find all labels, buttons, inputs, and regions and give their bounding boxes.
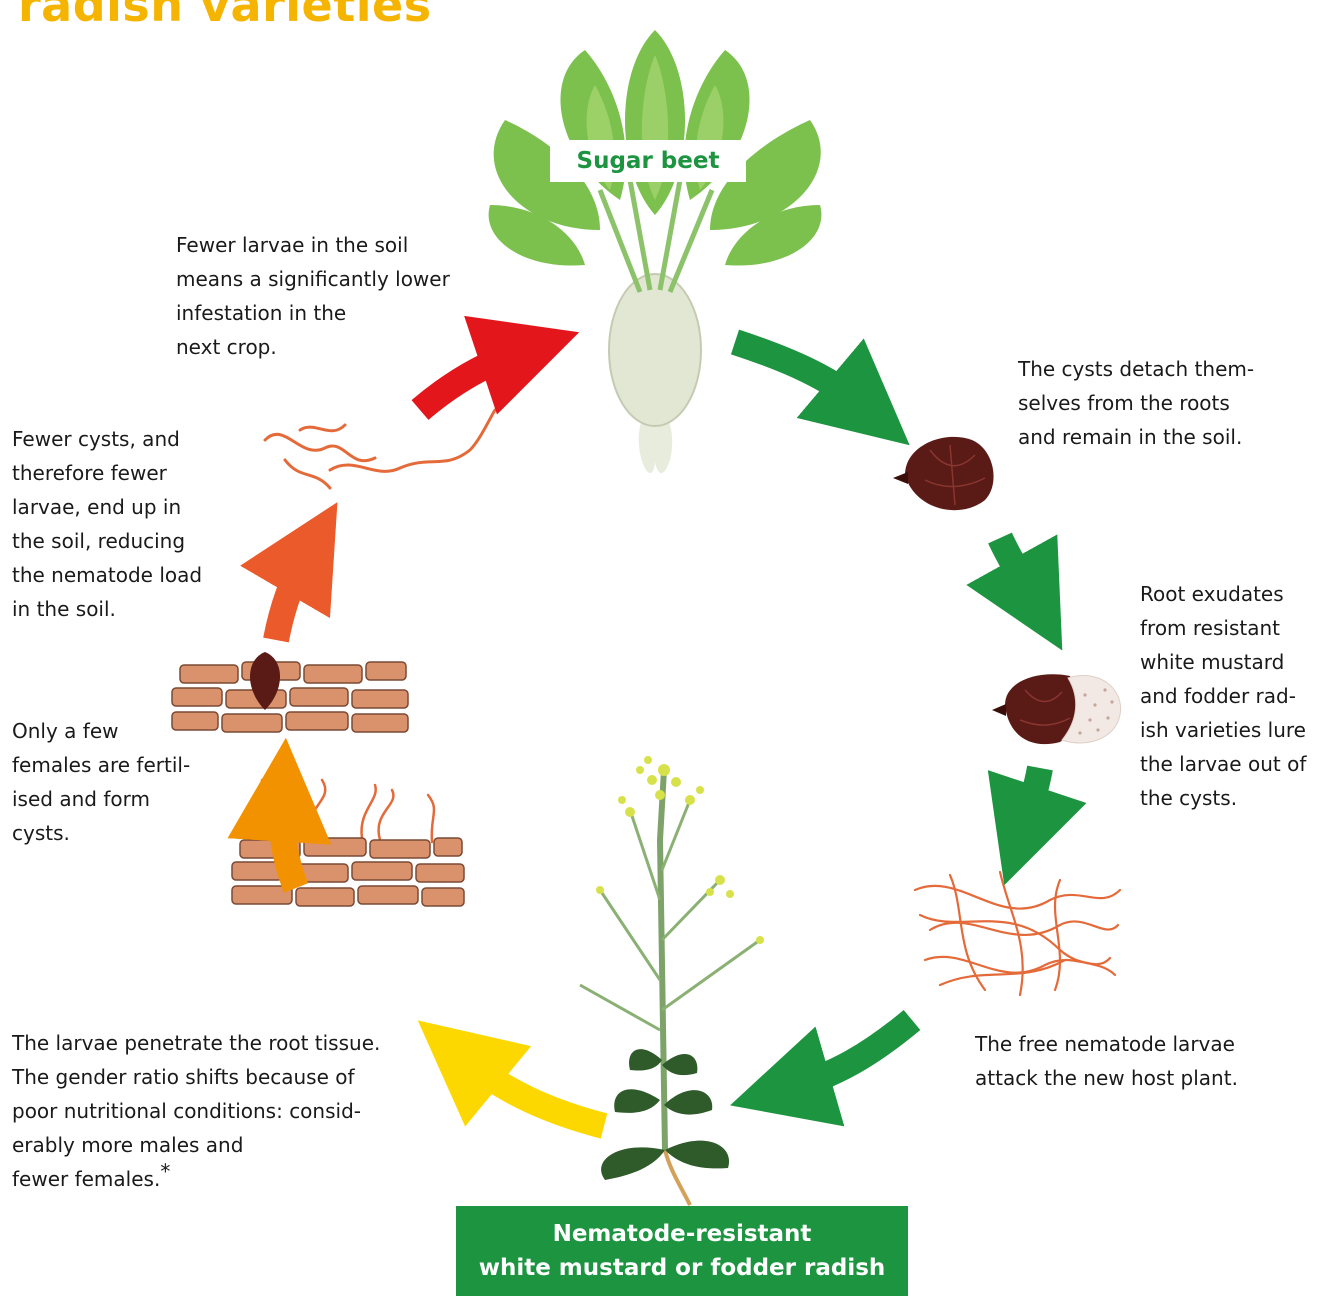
cyst-icon bbox=[893, 437, 994, 510]
nematode-larvae-icon bbox=[265, 410, 495, 488]
root-exudates-text: Root exudates from resistant white musta… bbox=[1140, 577, 1306, 815]
page-title: radish varieties bbox=[18, 0, 432, 32]
sugar-beet-label: Sugar beet bbox=[550, 140, 746, 182]
cysts-detach-text: The cysts detach them- selves from the r… bbox=[1018, 352, 1254, 454]
arrow-green-2 bbox=[1000, 538, 1032, 596]
bricks-single-cyst-icon bbox=[172, 652, 408, 732]
free-larvae-text: The free nematode larvae attack the new … bbox=[975, 1027, 1238, 1095]
bricks-larvae-icon bbox=[232, 780, 464, 906]
mustard-plant-icon bbox=[580, 756, 764, 1205]
lower-infestation-text: Fewer larvae in the soil means a signifi… bbox=[176, 228, 450, 364]
larvae-penetrate-block: The larvae penetrate the root tissue. Th… bbox=[12, 1026, 380, 1196]
arrow-green-4 bbox=[790, 1020, 912, 1088]
mustard-label: Nematode-resistant white mustard or fodd… bbox=[456, 1206, 908, 1296]
arrow-orange-red bbox=[276, 556, 306, 640]
arrow-orange bbox=[282, 800, 296, 888]
arrow-yellow bbox=[466, 1060, 604, 1126]
arrow-green-3 bbox=[1024, 768, 1040, 826]
hatching-cyst-icon bbox=[992, 674, 1121, 744]
arrow-green-1 bbox=[735, 342, 862, 405]
mustard-label-line1: Nematode-resistant bbox=[553, 1217, 812, 1251]
larvae-penetrate-text: The larvae penetrate the root tissue. Th… bbox=[12, 1031, 380, 1191]
footnote-mark: * bbox=[160, 1159, 170, 1183]
few-females-text: Only a few females are fertil- ised and … bbox=[12, 714, 190, 850]
free-larvae-icon bbox=[915, 872, 1120, 995]
fewer-cysts-text: Fewer cysts, and therefore fewer larvae,… bbox=[12, 422, 202, 626]
sugar-beet-icon bbox=[489, 30, 822, 473]
mustard-label-line2: white mustard or fodder radish bbox=[479, 1251, 886, 1285]
